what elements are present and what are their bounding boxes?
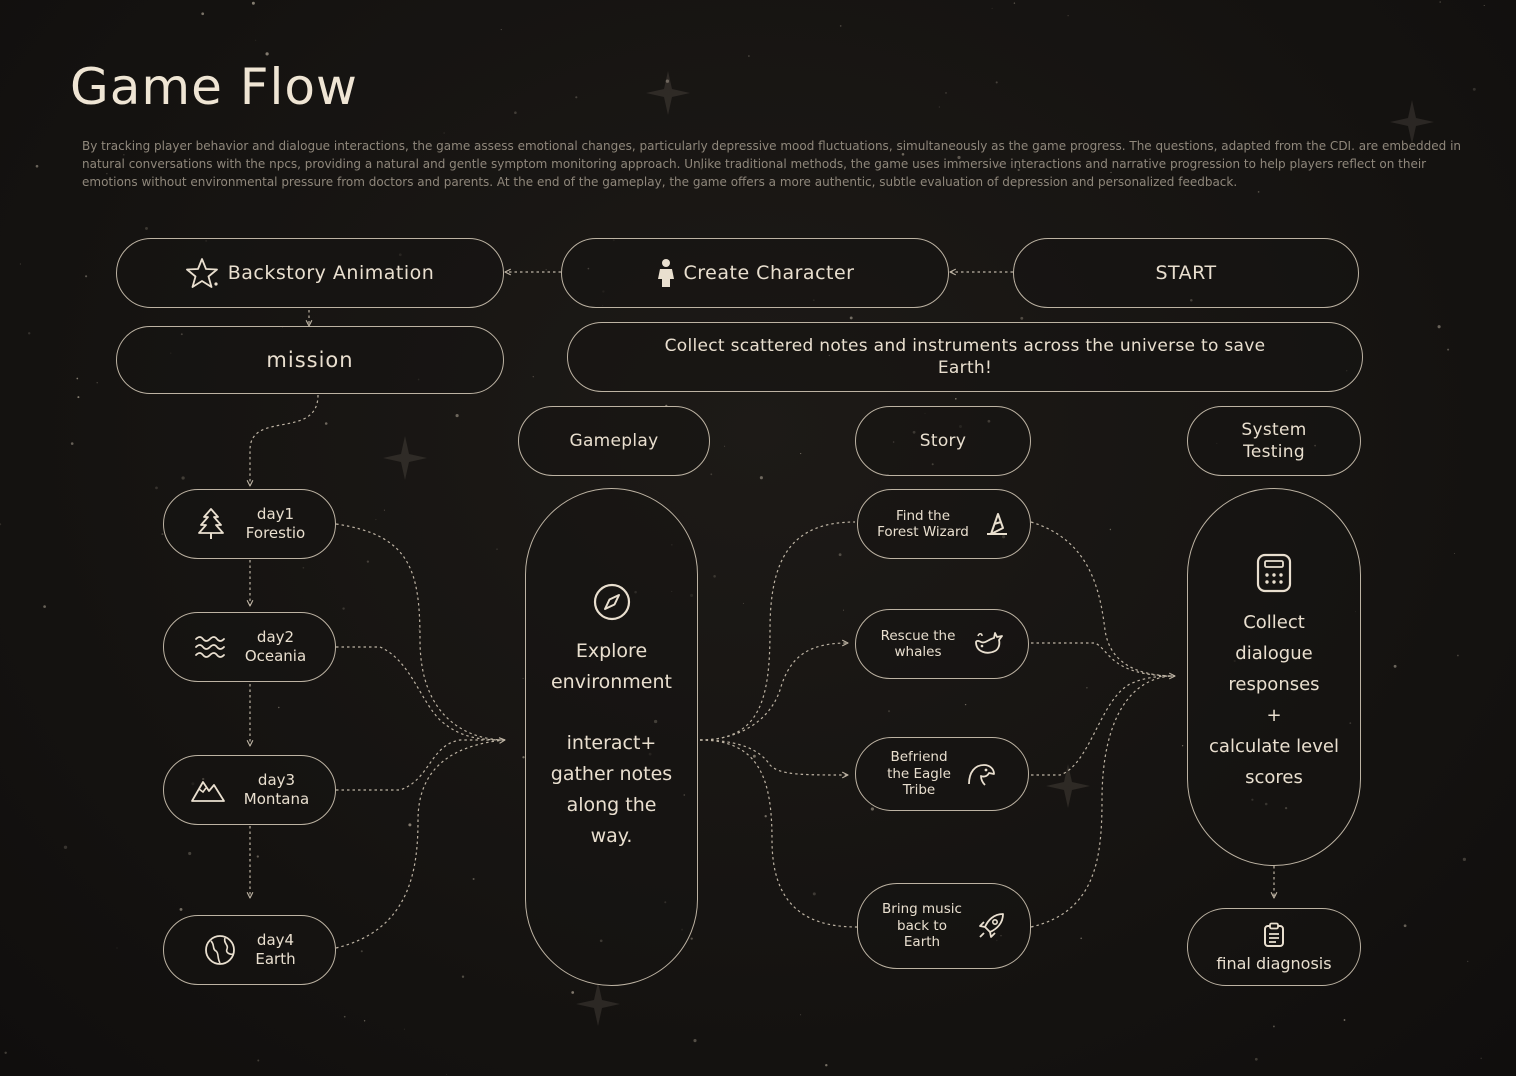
bring-music-line2: back to bbox=[897, 917, 947, 934]
calculator-icon bbox=[1255, 553, 1293, 593]
globe-icon bbox=[203, 933, 237, 967]
gameplay-label: Gameplay bbox=[569, 431, 659, 451]
collect-line6: scores bbox=[1245, 767, 1303, 788]
wizard-hat-icon bbox=[983, 510, 1011, 538]
story-rescue-whales-node: Rescue the whales bbox=[855, 609, 1029, 679]
explore-line5: along the bbox=[566, 794, 657, 816]
description-text: By tracking player behavior and dialogue… bbox=[82, 139, 1462, 189]
day4-node: day4 Earth bbox=[163, 915, 336, 985]
collect-line1: Collect bbox=[1243, 612, 1305, 633]
start-label: START bbox=[1155, 262, 1217, 284]
clipboard-icon bbox=[1263, 922, 1285, 948]
befriend-eagle-line3: Tribe bbox=[902, 782, 936, 799]
story-befriend-eagle-node: Befriend the Eagle Tribe bbox=[855, 737, 1029, 811]
bring-music-line1: Bring music bbox=[882, 901, 962, 918]
story-find-wizard-node: Find the Forest Wizard bbox=[857, 489, 1031, 559]
rescue-whales-line2: whales bbox=[894, 644, 942, 660]
mission-statement-node: Collect scattered notes and instruments … bbox=[567, 322, 1363, 392]
explore-line2: environment bbox=[550, 671, 672, 693]
collect-line3: responses bbox=[1228, 674, 1320, 695]
backstory-animation-label: Backstory Animation bbox=[227, 262, 435, 284]
mission-label: mission bbox=[266, 348, 354, 372]
explore-line6: way. bbox=[590, 825, 633, 847]
day1-node: day1 Forestio bbox=[163, 489, 336, 559]
day4-line2: Earth bbox=[255, 950, 296, 968]
person-icon bbox=[656, 258, 676, 288]
eagle-icon bbox=[965, 760, 997, 788]
mission-statement-line1: Collect scattered notes and instruments … bbox=[664, 336, 1266, 356]
story-bring-music-node: Bring music back to Earth bbox=[857, 883, 1031, 969]
explore-line1: Explore bbox=[575, 640, 648, 662]
day4-line1: day4 bbox=[256, 931, 295, 949]
day1-line2: Forestio bbox=[245, 524, 306, 542]
mission-statement-line2: Earth! bbox=[937, 358, 993, 378]
day1-line1: day1 bbox=[256, 505, 295, 523]
find-wizard-line1: Find the bbox=[895, 507, 951, 524]
collect-line2: dialogue bbox=[1235, 643, 1313, 664]
create-character-node: Create Character bbox=[561, 238, 949, 308]
system-testing-line2: Testing bbox=[1243, 442, 1305, 462]
day3-node: day3 Montana bbox=[163, 755, 336, 825]
explore-line3: interact+ bbox=[566, 732, 657, 754]
gameplay-header: Gameplay bbox=[518, 406, 710, 476]
collect-dialogue-node: Collect dialogue responses + calculate l… bbox=[1187, 488, 1361, 866]
mountain-icon bbox=[190, 776, 226, 804]
day2-line2: Oceania bbox=[244, 647, 307, 665]
find-wizard-line2: Forest Wizard bbox=[877, 524, 969, 540]
star-icon bbox=[185, 257, 220, 289]
day2-node: day2 Oceania bbox=[163, 612, 336, 682]
system-testing-line1: System bbox=[1241, 420, 1307, 440]
day3-line2: Montana bbox=[243, 790, 310, 808]
system-testing-header: System Testing bbox=[1187, 406, 1361, 476]
story-header: Story bbox=[855, 406, 1031, 476]
rocket-icon bbox=[976, 911, 1006, 941]
start-node: START bbox=[1013, 238, 1359, 308]
befriend-eagle-line2: the Eagle bbox=[887, 765, 951, 782]
befriend-eagle-line1: Befriend bbox=[890, 749, 948, 766]
collect-line5: calculate level bbox=[1209, 736, 1339, 757]
create-character-label: Create Character bbox=[683, 262, 855, 284]
waves-icon bbox=[193, 633, 227, 661]
explore-environment-node: Explore environment interact+ gather not… bbox=[525, 488, 698, 986]
rescue-whales-line1: Rescue the bbox=[880, 627, 956, 644]
story-label: Story bbox=[919, 431, 967, 451]
final-diagnosis-label: final diagnosis bbox=[1216, 953, 1332, 973]
backstory-animation-node: Backstory Animation bbox=[116, 238, 504, 308]
tree-icon bbox=[194, 507, 228, 541]
day2-line1: day2 bbox=[256, 628, 295, 646]
explore-line4: gather notes bbox=[550, 763, 673, 785]
mission-node: mission bbox=[116, 326, 504, 394]
final-diagnosis-node: final diagnosis bbox=[1187, 908, 1361, 986]
page-title: Game Flow bbox=[70, 58, 358, 116]
whale-icon bbox=[973, 630, 1004, 658]
bring-music-line3: Earth bbox=[903, 934, 941, 951]
day3-line1: day3 bbox=[257, 771, 296, 789]
compass-icon bbox=[592, 582, 632, 622]
collect-line4: + bbox=[1266, 705, 1282, 726]
